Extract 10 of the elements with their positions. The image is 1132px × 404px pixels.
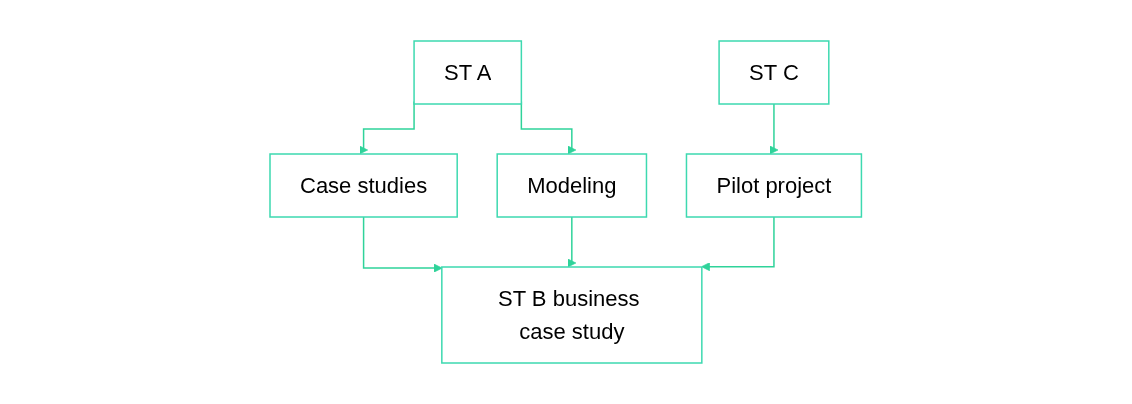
arrow xyxy=(769,103,779,155)
node-box: Modeling xyxy=(496,153,648,218)
node-box: ST C xyxy=(718,40,830,105)
node-box: Pilot project xyxy=(686,153,863,218)
node-box: Case studies xyxy=(269,153,459,218)
arrow xyxy=(567,216,577,268)
arrow xyxy=(701,216,775,272)
node-box: ST A xyxy=(413,40,523,105)
arrow xyxy=(363,216,443,273)
node-box: ST B business case study xyxy=(441,266,703,364)
